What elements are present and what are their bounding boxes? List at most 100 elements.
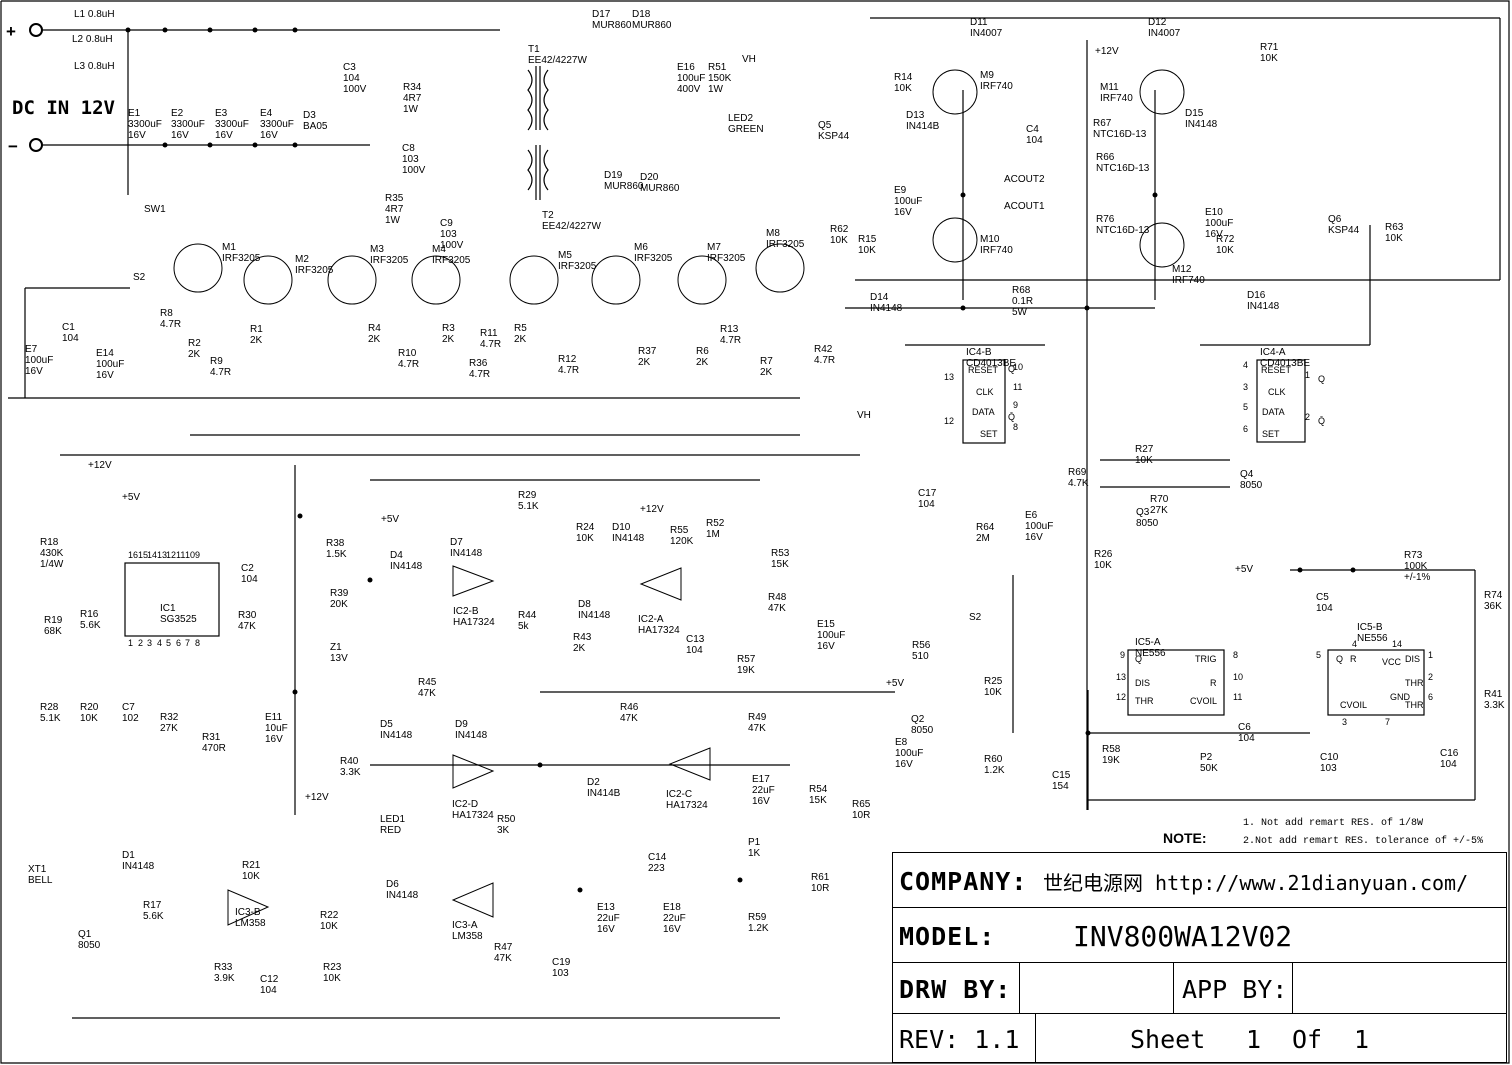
component-e9-ref: E9 xyxy=(894,185,907,196)
component-ic5-b-value: NE556 xyxy=(1357,633,1388,644)
component-ic2-d-value: HA17324 xyxy=(452,810,494,821)
ic4b-pin-label: CLK xyxy=(976,387,994,397)
component-c10-value: 103 xyxy=(1320,763,1337,774)
ic4a-pin-label: 1 xyxy=(1305,370,1310,380)
component-d7-ref: D7 xyxy=(450,537,463,548)
component-t1-value: EE42/4227W xyxy=(528,55,587,66)
net-plus12-c: +12V xyxy=(640,504,664,515)
component-e14-ref: E14 xyxy=(96,348,114,359)
component-r73-value: 100K xyxy=(1404,561,1428,572)
component-r33-ref: R33 xyxy=(214,962,233,973)
component-r47-ref: R47 xyxy=(494,942,513,953)
component-c9-extra: 100V xyxy=(440,240,464,251)
ic4b-pin-label: 12 xyxy=(944,416,954,426)
component-r35-value: 4R7 xyxy=(385,204,404,215)
component-e14-value: 100uF xyxy=(96,359,124,370)
component-ic2-b-ref: IC2-B xyxy=(453,606,479,617)
component-c3-ref: C3 xyxy=(343,62,356,73)
component-r3-value: 2K xyxy=(442,334,455,345)
component-d16-value: IN4148 xyxy=(1247,301,1280,312)
ic5b-pin-label: 5 xyxy=(1316,650,1321,660)
ic5a-pin-label: DIS xyxy=(1135,678,1150,688)
app-label: APP BY: xyxy=(1182,975,1288,1004)
component-r7-ref: R7 xyxy=(760,356,773,367)
component-e13-value: 22uF xyxy=(597,913,620,924)
component-e7-ref: E7 xyxy=(25,344,38,355)
component-e15-value: 100uF xyxy=(817,630,845,641)
of-label: Of xyxy=(1292,1025,1323,1054)
component-r20-ref: R20 xyxy=(80,702,99,713)
component-c3-extra: 100V xyxy=(343,84,367,95)
component-d20-value: MUR860 xyxy=(640,183,680,194)
net-acout2: ACOUT2 xyxy=(1004,174,1045,185)
title-block-company: COMPANY: 世纪电源网 http://www.21dianyuan.com… xyxy=(892,852,1507,908)
component-r70-ref: R70 xyxy=(1150,494,1169,505)
component-c13-value: 104 xyxy=(686,645,703,656)
component-r36-ref: R36 xyxy=(469,358,488,369)
net-plus12-a: +12V xyxy=(88,460,112,471)
ic4a-pin-label: 3 xyxy=(1243,382,1248,392)
component-q6-ref: Q6 xyxy=(1328,214,1342,225)
component-r60-ref: R60 xyxy=(984,754,1003,765)
component-m12-value: IRF740 xyxy=(1172,275,1205,286)
component-r6-ref: R6 xyxy=(696,346,709,357)
component-r18-value: 430K xyxy=(40,548,64,559)
component-r1-value: 2K xyxy=(250,335,263,346)
component-d11-value: IN4007 xyxy=(970,28,1003,39)
component-c17-ref: C17 xyxy=(918,488,937,499)
component-q4-value: 8050 xyxy=(1240,480,1263,491)
component-q1-value: 8050 xyxy=(78,940,101,951)
ic5a-pin-label: 10 xyxy=(1233,672,1243,682)
component-q2-ref: Q2 xyxy=(911,714,925,725)
model-value: INV800WA12V02 xyxy=(1073,920,1293,953)
component-ic2-b-value: HA17324 xyxy=(453,617,495,628)
ic1-pin-label: 14 xyxy=(147,550,157,560)
net-s2-a: S2 xyxy=(133,272,146,283)
component-r6-value: 2K xyxy=(696,357,709,368)
ic1-pin-label: 5 xyxy=(166,638,171,648)
component-r42-value: 4.7R xyxy=(814,355,835,366)
component-r61-ref: R61 xyxy=(811,872,830,883)
net-plus12-d: +12V xyxy=(305,792,329,803)
transformer-T1-T2 xyxy=(527,66,549,200)
component-q3-ref: Q3 xyxy=(1136,507,1150,518)
component-m2-ref: M2 xyxy=(295,254,309,265)
ic4a-pin-label: Q̄ xyxy=(1318,416,1325,426)
component-m5-ref: M5 xyxy=(558,250,572,261)
component-m12-ref: M12 xyxy=(1172,264,1192,275)
ic4b-pin-label: 10 xyxy=(1013,362,1023,372)
component-r52-value: 1M xyxy=(706,529,720,540)
component-e17-value: 22uF xyxy=(752,785,775,796)
component-r70-value: 27K xyxy=(1150,505,1168,516)
component-r32-ref: R32 xyxy=(160,712,179,723)
component-r35-ref: R35 xyxy=(385,193,404,204)
ic4b-pin-label: Q xyxy=(1008,364,1015,374)
component-p2-value: 50K xyxy=(1200,763,1218,774)
component-d13-value: IN414B xyxy=(906,121,940,132)
component-r76-ref: R76 xyxy=(1096,214,1115,225)
component-c12-ref: C12 xyxy=(260,974,279,985)
component-e11-ref: E11 xyxy=(265,712,282,723)
component-p1-value: 1K xyxy=(748,848,761,859)
component-ic2-c-ref: IC2-C xyxy=(666,789,692,800)
component-r8-ref: R8 xyxy=(160,308,173,319)
component-q1-ref: Q1 xyxy=(78,929,92,940)
component-r48-ref: R48 xyxy=(768,592,787,603)
component-r37-ref: R37 xyxy=(638,346,657,357)
component-e16-extra: 400V xyxy=(677,84,701,95)
ic4a-pin-label: CLK xyxy=(1268,387,1286,397)
component-r64-value: 2M xyxy=(976,533,990,544)
component-d8-ref: D8 xyxy=(578,599,591,610)
component-c13-ref: C13 xyxy=(686,634,705,645)
component-d6-ref: D6 xyxy=(386,879,399,890)
component-r7-value: 2K xyxy=(760,367,773,378)
ic5a-pin-label: TRIG xyxy=(1195,654,1217,664)
component-m3-ref: M3 xyxy=(370,244,384,255)
component-ic5-a-value: NE556 xyxy=(1135,648,1166,659)
component-r59-value: 1.2K xyxy=(748,923,769,934)
component-r37-value: 2K xyxy=(638,357,651,368)
component-r56-ref: R56 xyxy=(912,640,931,651)
component-ic2-c-value: HA17324 xyxy=(666,800,708,811)
